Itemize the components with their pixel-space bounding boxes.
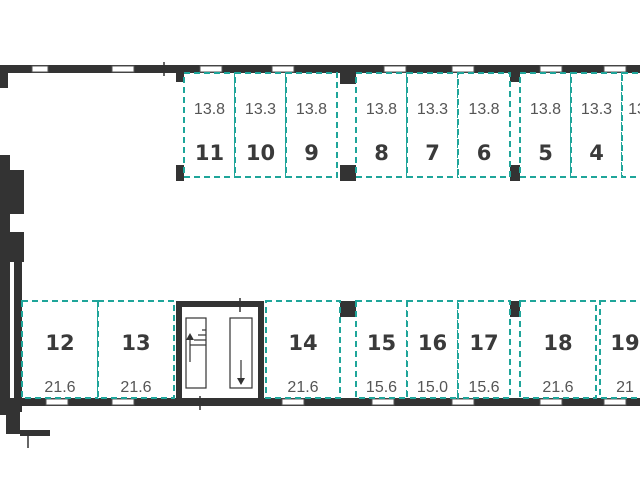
spot-outline xyxy=(457,300,511,399)
stair-up-arrow-icon xyxy=(186,333,194,362)
spot-area: 13.8 xyxy=(296,101,327,118)
spot-area: 13.8 xyxy=(530,101,561,118)
spot-area: 21.6 xyxy=(542,379,573,396)
top-spot-9: 913.8 xyxy=(285,72,338,178)
bottom-row-spots: 12 21.6 13 21.6 14 21.6 15 15.6 16 15.0 17 15.6 18 21… xyxy=(21,300,640,399)
spot-area: 13 xyxy=(628,101,640,118)
building-walls xyxy=(0,65,640,436)
top-spot-6: 613.8 xyxy=(457,72,511,178)
spot-outline xyxy=(457,72,511,178)
bottom-spot-17: 17 15.6 xyxy=(457,300,511,399)
spot-number: 4 xyxy=(589,141,604,165)
spot-outline xyxy=(519,72,572,178)
bottom-spot-14: 14 21.6 xyxy=(265,300,341,399)
spot-outline xyxy=(621,72,640,178)
top-spot-11: 11 13.8 xyxy=(183,72,236,178)
bottom-spot-13: 13 21.6 xyxy=(97,300,175,399)
spot-area: 15.6 xyxy=(366,379,397,396)
spot-number: 9 xyxy=(304,141,319,165)
spot-outline xyxy=(97,300,175,399)
spot-number: 6 xyxy=(477,141,492,165)
spot-outline xyxy=(265,300,341,399)
spot-number: 18 xyxy=(543,331,572,355)
spot-outline xyxy=(234,72,287,178)
bottom-spot-12: 12 21.6 xyxy=(21,300,99,399)
spot-area: 13.3 xyxy=(245,101,276,118)
spot-outline xyxy=(406,300,459,399)
spot-number: 12 xyxy=(45,331,74,355)
bottom-spot-18: 18 21.6 xyxy=(519,300,597,399)
spot-area: 15.0 xyxy=(417,379,448,396)
spot-outline xyxy=(599,300,640,399)
top-spot-4: 413.3 xyxy=(570,72,623,178)
top-row-spots: 1113.81013.3913.8813.8713.3613.8513.8413… xyxy=(183,72,640,178)
top-spot-8: 813.8 xyxy=(355,72,408,178)
spot-area: 13.8 xyxy=(468,101,499,118)
bottom-spot-16: 16 15.0 xyxy=(406,300,459,399)
spot-number: 17 xyxy=(469,331,498,355)
top-spot-5: 513.8 xyxy=(519,72,572,178)
door-marks xyxy=(27,62,244,448)
spot-number: 13 xyxy=(121,331,150,355)
top-spot-partial-8: 13 xyxy=(621,72,640,178)
spot-number: 10 xyxy=(246,141,275,165)
staircase xyxy=(185,317,253,389)
spot-area: 13.3 xyxy=(581,101,612,118)
spot-number: 19 xyxy=(610,331,639,355)
spot-area: 21.6 xyxy=(120,379,151,396)
spot-number: 5 xyxy=(538,141,553,165)
spot-area: 13.8 xyxy=(194,101,225,118)
spot-outline xyxy=(355,72,408,178)
spot-area: 21 xyxy=(616,379,634,396)
spot-outline xyxy=(355,300,408,399)
spot-number: 7 xyxy=(425,141,440,165)
spot-area: 21.6 xyxy=(44,379,75,396)
spot-number: 15 xyxy=(367,331,396,355)
bottom-spot-15: 15 15.6 xyxy=(355,300,408,399)
spot-area: 21.6 xyxy=(287,379,318,396)
spot-outline xyxy=(519,300,597,399)
stair-down-arrow-icon xyxy=(237,360,245,385)
spot-number: 16 xyxy=(418,331,447,355)
top-spot-10: 10 13.3 xyxy=(234,72,287,178)
spot-outline xyxy=(285,72,338,178)
spot-area: 13.8 xyxy=(366,101,397,118)
spot-area: 15.6 xyxy=(468,379,499,396)
spot-area: 13.3 xyxy=(417,101,448,118)
spot-number: 11 xyxy=(195,141,224,165)
spot-outline xyxy=(406,72,459,178)
top-spot-7: 713.3 xyxy=(406,72,459,178)
spot-number: 8 xyxy=(374,141,389,165)
spot-outline xyxy=(183,72,236,178)
spot-number: 14 xyxy=(288,331,317,355)
